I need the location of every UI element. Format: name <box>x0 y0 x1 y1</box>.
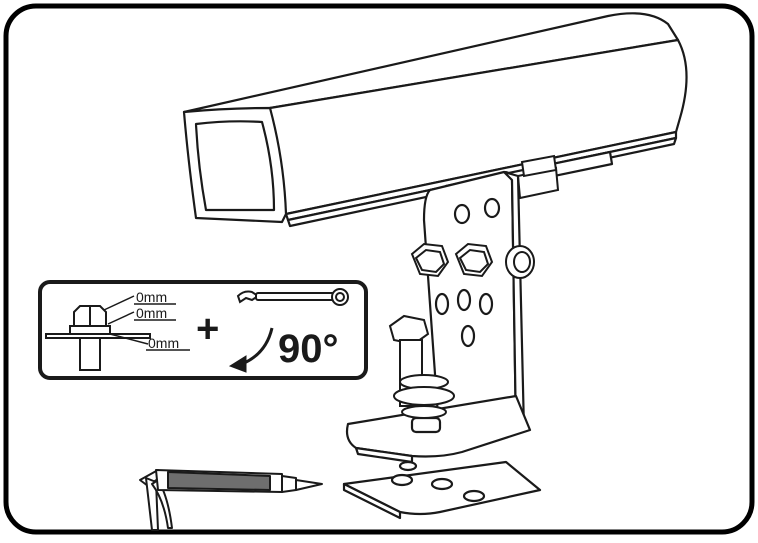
l-bracket <box>345 170 532 464</box>
torque-label-1: 0mm <box>136 289 167 305</box>
bracket-bolts <box>410 242 535 279</box>
top-nut <box>516 154 560 200</box>
rotation-angle-label: 90° <box>278 327 339 371</box>
wrench-icon <box>236 288 349 306</box>
torque-label-3: 0mm <box>148 335 179 351</box>
light-fixture <box>182 12 688 228</box>
sealant-gun <box>139 469 323 531</box>
plus-symbol: + <box>196 307 219 351</box>
torque-label-2: 0mm <box>136 305 167 321</box>
torque-instruction-panel: 0mm 0mm 0mm + 90° <box>38 280 368 380</box>
bolt-stack-icon <box>45 305 151 371</box>
base-plate <box>342 460 542 520</box>
foot-bolt <box>388 314 455 419</box>
rotation-arrow-icon <box>228 327 274 373</box>
